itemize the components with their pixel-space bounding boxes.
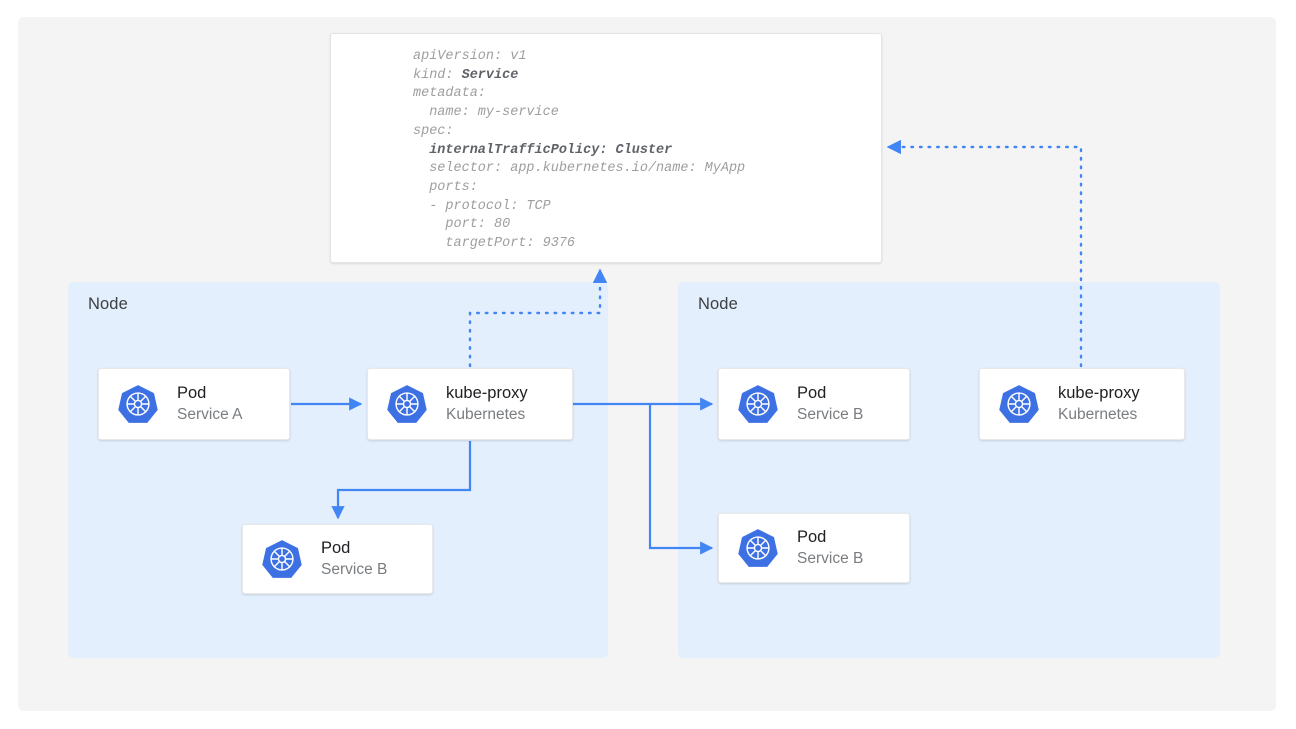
kubernetes-icon (998, 383, 1040, 425)
manifest-line: ports: (413, 179, 478, 195)
pod-service-b-top-text: Pod Service B (797, 383, 863, 425)
node-label-right: Node (698, 295, 738, 313)
pod-service-b-top-box[interactable]: Pod Service B (718, 368, 910, 440)
pod-service-b-left-title: Pod (321, 539, 351, 557)
pod-service-b-top-title: Pod (797, 384, 827, 402)
manifest-line: kind: Service (413, 67, 519, 83)
node-container-right: Node (678, 282, 1220, 658)
manifest-line: port: 80 (413, 217, 511, 233)
pod-service-a-box[interactable]: Pod Service A (98, 368, 290, 440)
kube-proxy-left-text: kube-proxy Kubernetes (446, 383, 528, 425)
pod-service-b-left-subtitle: Service B (321, 561, 388, 578)
kube-proxy-right-box[interactable]: kube-proxy Kubernetes (979, 368, 1185, 440)
kube-proxy-left-title: kube-proxy (446, 384, 528, 402)
pod-service-b-bottom-subtitle: Service B (797, 550, 864, 567)
manifest-line: targetPort: 9376 (413, 236, 576, 252)
pod-service-b-bottom-box[interactable]: Pod Service B (718, 513, 910, 583)
pod-service-b-left-text: Pod Service B (321, 538, 387, 580)
kubernetes-icon (117, 383, 159, 425)
kubernetes-icon (261, 538, 303, 580)
manifest-line: - protocol: TCP (413, 198, 551, 214)
manifest-line: selector: app.kubernetes.io/name: MyApp (413, 161, 746, 177)
pod-service-b-bottom-title: Pod (797, 528, 827, 546)
kube-proxy-left-box[interactable]: kube-proxy Kubernetes (367, 368, 573, 440)
kubernetes-icon (737, 383, 779, 425)
pod-service-b-left-box[interactable]: Pod Service B (242, 524, 433, 594)
pod-service-a-title: Pod (177, 384, 207, 402)
pod-service-b-top-subtitle: Service B (797, 406, 864, 423)
kube-proxy-right-text: kube-proxy Kubernetes (1058, 383, 1140, 425)
kubernetes-icon (737, 527, 779, 569)
manifest-line: metadata: (413, 86, 486, 102)
pod-service-b-bottom-text: Pod Service B (797, 527, 863, 569)
manifest-line: spec: (413, 123, 454, 139)
node-label-left: Node (88, 295, 128, 313)
manifest-line: name: my-service (413, 105, 559, 121)
manifest-line: internalTrafficPolicy: Cluster (413, 142, 673, 158)
pod-service-a-subtitle: Service A (177, 406, 243, 423)
service-manifest-text: apiVersion: v1 kind: Service metadata: nam… (413, 48, 745, 254)
kube-proxy-left-subtitle: Kubernetes (446, 406, 526, 423)
node-container-left: Node (68, 282, 608, 658)
pod-service-a-text: Pod Service A (177, 383, 242, 425)
service-manifest-card: apiVersion: v1 kind: Service metadata: nam… (330, 33, 882, 263)
kubernetes-icon (386, 383, 428, 425)
kube-proxy-right-subtitle: Kubernetes (1058, 406, 1138, 423)
kube-proxy-right-title: kube-proxy (1058, 384, 1140, 402)
manifest-line: apiVersion: v1 (413, 49, 527, 64)
manifest-line-emphasis: Service (461, 67, 519, 83)
